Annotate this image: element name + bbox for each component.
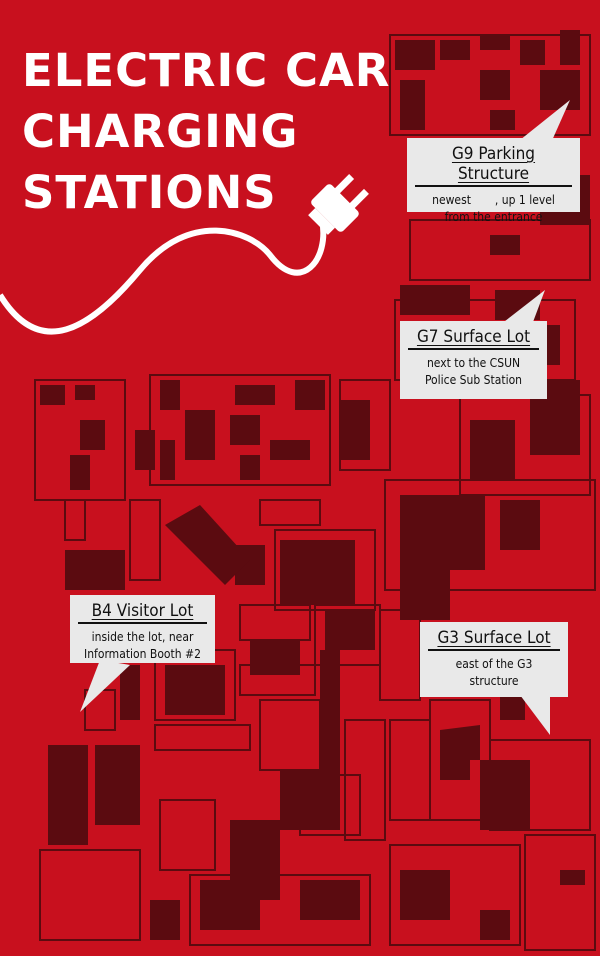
electric-plug-icon — [308, 174, 369, 235]
callout-desc: next to the CSUN — [426, 356, 521, 370]
callout-desc: east of the G3 — [455, 657, 533, 671]
callout-g7: G7 Surface Lot next to the CSUN Police S… — [400, 321, 547, 399]
callout-desc: inside the lot, near — [91, 630, 194, 644]
charging-cable — [0, 219, 327, 335]
callout-g3: G3 Surface Lot east of the G3 structure — [420, 622, 568, 697]
callout-b4: B4 Visitor Lot inside the lot, near Info… — [70, 595, 215, 663]
title-line: STATIONS — [22, 166, 277, 219]
callout-heading: B4 Visitor Lot — [78, 601, 207, 624]
title-line: CHARGING — [22, 105, 299, 158]
callout-g9: G9 Parking Structure newest , up 1 level… — [407, 138, 580, 224]
callout-heading: G3 Surface Lot — [428, 628, 560, 651]
callout-heading: G9 Parking Structure — [415, 144, 572, 187]
callout-desc: newest , up 1 level — [432, 193, 555, 207]
callout-heading: G7 Surface Lot — [408, 327, 539, 350]
page-title: ELECTRIC CAR CHARGING STATIONS — [22, 40, 390, 223]
callout-tails — [80, 100, 570, 735]
callout-desc: from the entrance — [444, 210, 543, 224]
callout-desc: Police Sub Station — [424, 373, 523, 387]
callout-desc: Information Booth #2 — [84, 647, 201, 661]
title-line: ELECTRIC CAR — [22, 44, 391, 97]
callout-desc: structure — [469, 674, 519, 688]
